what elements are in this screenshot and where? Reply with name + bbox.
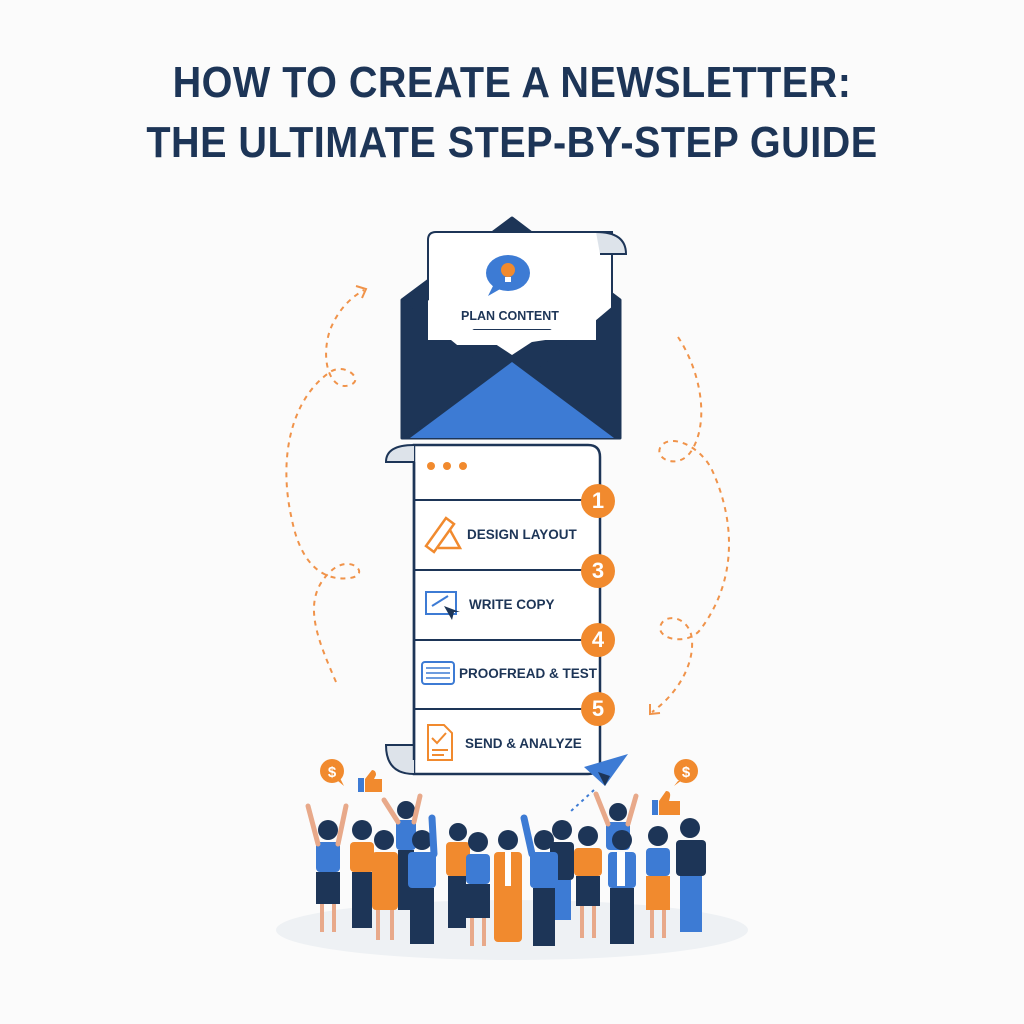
svg-text:$: $ [682,764,691,781]
thumbs-up-icon [652,791,680,815]
step-label-design-layout: DESIGN LAYOUT [467,527,577,542]
person [646,826,670,938]
envelope [400,216,628,440]
paper-plane-icon [569,754,628,813]
arrowhead-icon [649,704,661,716]
dollar-bubble-icon: $ [674,759,698,786]
lightbulb-chat-icon [486,255,530,296]
page-title-line-1: HOW TO CREATE A NEWSLETTER: [172,58,852,107]
step-badge-1: 1 [581,484,615,518]
person [466,832,490,946]
document-check-icon [427,724,453,761]
thumbs-up-icon [358,770,382,792]
person [305,803,349,932]
person [550,820,574,920]
step-badge-3: 3 [581,554,615,588]
keyboard-icon [421,661,455,685]
person [350,820,374,928]
dashed-loop-arrow-down-icon [651,336,730,713]
arrowhead-icon [355,285,368,299]
step-badge-4: 4 [581,623,615,657]
person [608,830,636,944]
step-label-proofread-test: PROOFREAD & TEST [459,666,598,681]
person [494,830,522,942]
person [446,823,470,928]
svg-text:$: $ [328,764,337,781]
checklist-scroll [384,443,602,776]
dollar-bubble-icon: $ [320,759,344,786]
person [408,814,438,944]
header-dots [427,462,467,470]
dashed-loop-arrow-up-icon [285,289,365,683]
crowd [305,791,706,946]
step-label-send-analyze: SEND & ANALYZE [465,736,582,751]
step-label-write-copy: WRITE COPY [469,597,555,612]
person [676,818,706,932]
plan-content-label: PLAN CONTENT [461,309,559,323]
screen-cursor-icon [425,591,460,620]
person [372,830,398,940]
pencil-ruler-icon [424,516,463,554]
person [574,826,602,938]
step-badge-5: 5 [581,692,615,726]
person [520,814,558,946]
page-title-line-2: THE ULTIMATE STEP-BY-STEP GUIDE [146,118,878,167]
